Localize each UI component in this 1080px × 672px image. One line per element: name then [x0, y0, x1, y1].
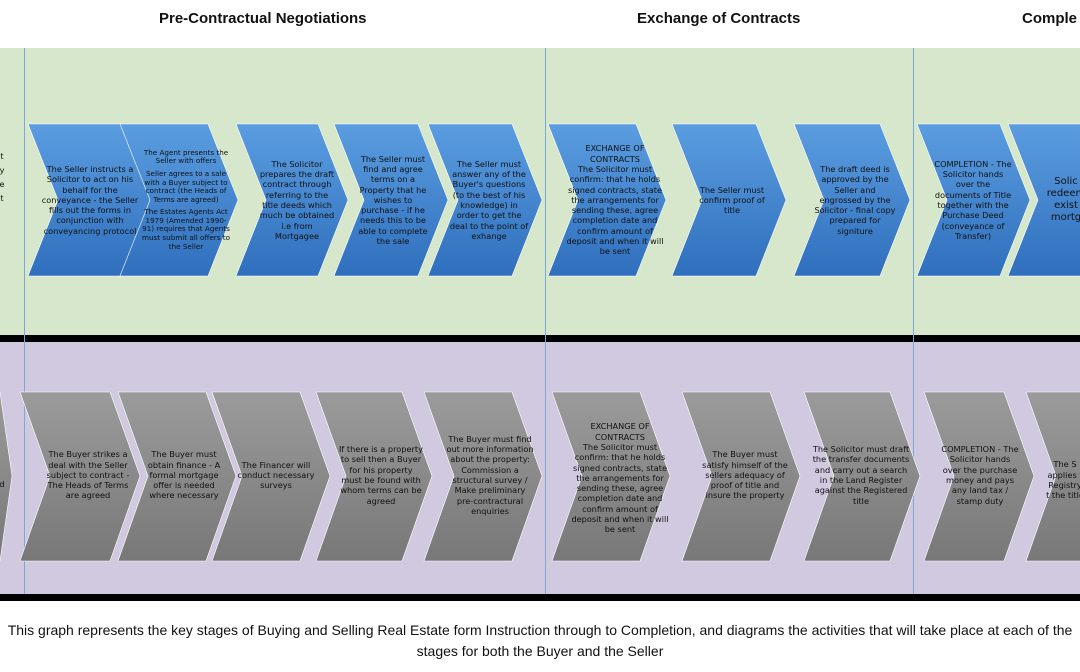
seller-arrow-3 — [235, 123, 349, 277]
buyer-step-surveys: The Financer will conduct necessary surv… — [237, 459, 315, 491]
seller-step-completion: COMPLETION - The Solicitor hands over th… — [934, 158, 1012, 241]
stage-divider-exchange — [545, 48, 546, 594]
seller-arrow-4 — [333, 123, 449, 277]
buyer-step-finance: The Buyer must obtain finance - A formal… — [147, 449, 221, 501]
buyer-arrow-1 — [19, 391, 141, 562]
seller-offers-text: The Agent presents the Seller with offer… — [143, 147, 229, 166]
seller-arrow-2 — [119, 123, 239, 277]
buyer-step-sell-property: If there is a property to sell then a Bu… — [339, 444, 423, 506]
seller-step-answer-questions: The Seller must answer any of the Buyer'… — [449, 158, 529, 241]
buyer-step-completion: COMPLETION - The Solicitor hands over th… — [941, 444, 1019, 506]
buyer-step-exchange: EXCHANGE OF CONTRACTS The Solicitor must… — [571, 421, 669, 535]
buyer-partial-letter: d — [0, 478, 5, 489]
header-pre-contractual: Pre-Contractual Negotiations — [159, 10, 367, 27]
band-separator-bottom — [0, 594, 1080, 601]
seller-arrow-e2 — [671, 123, 787, 277]
buyer-step-strike-deal: The Buyer strikes a deal with the Seller… — [46, 449, 130, 501]
buyer-arrow-4 — [315, 391, 433, 562]
seller-step-proof-title: The Seller must confirm proof of title — [699, 184, 765, 216]
seller-step-redeem: Solic redeem exist mortg — [1046, 176, 1080, 223]
seller-agrees-text: Seller agrees to a sale with a Buyer sub… — [144, 168, 228, 204]
seller-arrow-e1 — [547, 123, 667, 277]
seller-arrow-c2 — [1007, 123, 1080, 277]
stage-divider-completion — [913, 48, 914, 594]
seller-partial-letter: e — [0, 178, 5, 189]
buyer-step-draft-transfer: The Solicitor must draft the transfer do… — [812, 444, 910, 506]
buyer-arrow-c1 — [923, 391, 1035, 562]
seller-arrow-c1 — [916, 123, 1031, 277]
figure-caption: This graph represents the key stages of … — [7, 622, 1073, 659]
buyer-step-satisfy-title: The Buyer must satisfy himself of the se… — [702, 449, 788, 501]
chevron-arrows — [0, 123, 1080, 562]
estate-agents-act-text: The Estates Agents Act 1979 (Amended 199… — [141, 207, 231, 251]
seller-partial-letter: t — [0, 192, 4, 203]
seller-step-exchange: EXCHANGE OF CONTRACTS The Solicitor must… — [566, 143, 664, 257]
buyer-arrow-e3 — [803, 391, 921, 562]
seller-step-find-property: The Seller must find and agree terms on … — [358, 153, 428, 247]
seller-step-instruct: The Seller instructs a Solicitor to act … — [41, 163, 139, 236]
buyer-arrow-c2 — [1025, 391, 1080, 562]
seller-partial-letter: y — [0, 164, 5, 175]
buyer-step-information: The Buyer must find out more information… — [446, 433, 534, 516]
seller-arrow-e3 — [793, 123, 911, 277]
buyer-arrow-e2 — [681, 391, 801, 562]
buyer-arrow-0 — [0, 391, 13, 562]
seller-step-offers: The Agent presents the Seller with offer… — [140, 122, 232, 278]
stage-divider-start — [24, 48, 25, 594]
buyer-arrow-2 — [117, 391, 237, 562]
buyer-arrow-5 — [423, 391, 543, 562]
buyer-step-registry: The S applies t Registry t the title — [1046, 459, 1080, 501]
seller-step-draft-contract: The Solicitor prepares the draft contrac… — [259, 158, 335, 241]
header-completion: Comple — [1022, 10, 1078, 27]
band-separator-middle — [0, 335, 1080, 342]
seller-partial-letter: t — [0, 150, 4, 161]
buyer-arrow-3 — [211, 391, 331, 562]
header-exchange: Exchange of Contracts — [637, 10, 801, 27]
buyer-arrow-e1 — [551, 391, 671, 562]
seller-step-draft-deed: The draft deed is approved by the Seller… — [814, 163, 896, 236]
seller-arrow-5 — [427, 123, 543, 277]
